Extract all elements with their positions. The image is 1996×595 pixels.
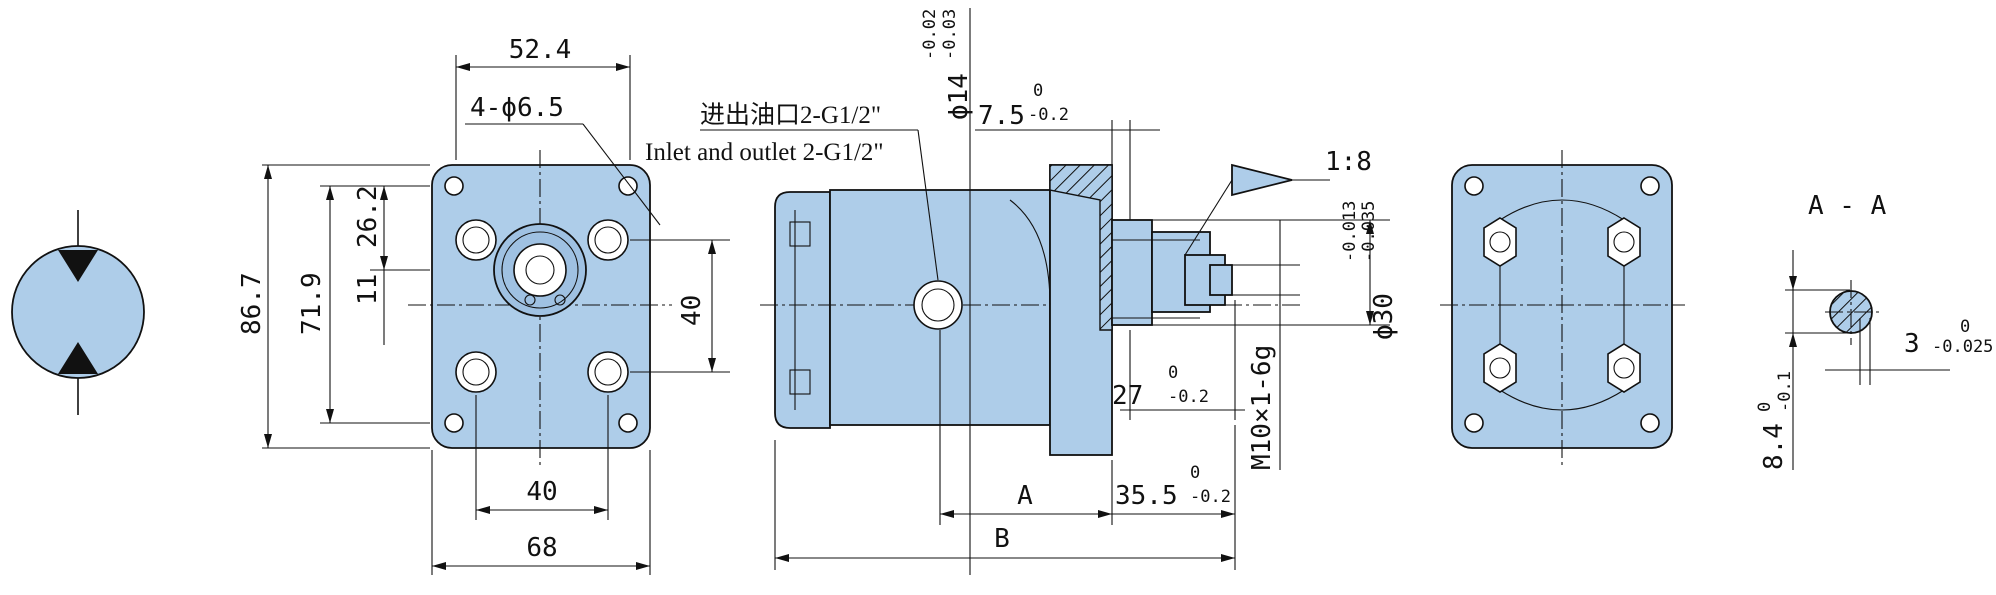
pump-symbol (11, 210, 145, 415)
dim-spigot-len-tol-lower: -0.2 (1190, 487, 1231, 507)
dim-height-total: 86.7 (237, 272, 267, 335)
rear-view (1440, 150, 1685, 465)
dim-spigot: ϕ30 (1369, 293, 1399, 340)
dim-top-width: 52.4 (509, 35, 572, 65)
port-label-cn: 进出油口2-G1/2" (700, 101, 881, 129)
dim-key-depth: 8.4 (1759, 423, 1789, 470)
dim-small-a: 11 (353, 274, 383, 305)
dim-key-tol-lower: -0.025 (1932, 337, 1993, 357)
arrow-down-icon (58, 250, 98, 282)
dim-shaft-len-tol-upper: 0 (1168, 363, 1178, 383)
dim-shaft-len-tol-lower: -0.2 (1168, 387, 1209, 407)
spigot (1111, 219, 1153, 326)
dim-shaft-dia-tol-upper: -0.02 (920, 9, 940, 60)
dim-flange-tol-upper: 0 (1033, 81, 1043, 101)
front-view: 52.4 4-ϕ6.5 86.7 71.9 11 26.2 40 (237, 35, 730, 575)
dim-port-spacing: 40 (677, 295, 707, 326)
corner-hole (444, 176, 464, 196)
dim-spigot-tol-lower: -0.035 (1359, 201, 1379, 262)
dim-key-depth-tol-upper: 0 (1755, 402, 1775, 412)
dim-a: A (1017, 481, 1033, 511)
dim-flange-tol-lower: -0.2 (1028, 105, 1069, 125)
dim-holes: 4-ϕ6.5 (470, 93, 564, 123)
dim-spigot-tol-upper: -0.013 (1340, 201, 1360, 262)
dim-shaft-len: 27 (1112, 381, 1143, 411)
dim-taper: 1:8 (1325, 147, 1372, 177)
dim-shaft-dia: ϕ14 (944, 73, 974, 120)
side-view: ϕ14 -0.02 -0.03 7.5 0 -0.2 1:8 ϕ30 -0.01… (645, 8, 1399, 575)
corner-hole (618, 176, 638, 196)
port (913, 280, 963, 330)
dim-height-holes: 71.9 (297, 272, 327, 335)
dim-key-depth-tol-lower: -0.1 (1775, 371, 1795, 412)
dim-small-b: 26.2 (353, 185, 383, 248)
dim-key: 3 (1904, 329, 1920, 359)
dim-flange: 7.5 (978, 101, 1025, 131)
arrow-up-icon (58, 342, 98, 374)
section-title: A - A (1808, 191, 1887, 221)
rear-cap (774, 191, 831, 429)
port-label-en: Inlet and outlet 2-G1/2" (645, 139, 884, 166)
dim-shaft-dia-tol-lower: -0.03 (940, 9, 960, 60)
dim-key-tol-upper: 0 (1960, 317, 1970, 337)
dim-spigot-len-tol-upper: 0 (1190, 463, 1200, 483)
dim-bottom-width: 68 (526, 533, 557, 563)
dim-thread: M10×1-6g (1247, 345, 1277, 470)
taper-icon (1231, 163, 1293, 197)
corner-hole (444, 413, 464, 433)
dim-b: B (994, 524, 1010, 554)
dim-bottom-holes: 40 (526, 477, 557, 507)
section-view: A - A 8.4 0 -0.1 3 0 -0.025 (1755, 191, 1993, 470)
dim-spigot-len: 35.5 (1115, 481, 1178, 511)
corner-hole (618, 413, 638, 433)
